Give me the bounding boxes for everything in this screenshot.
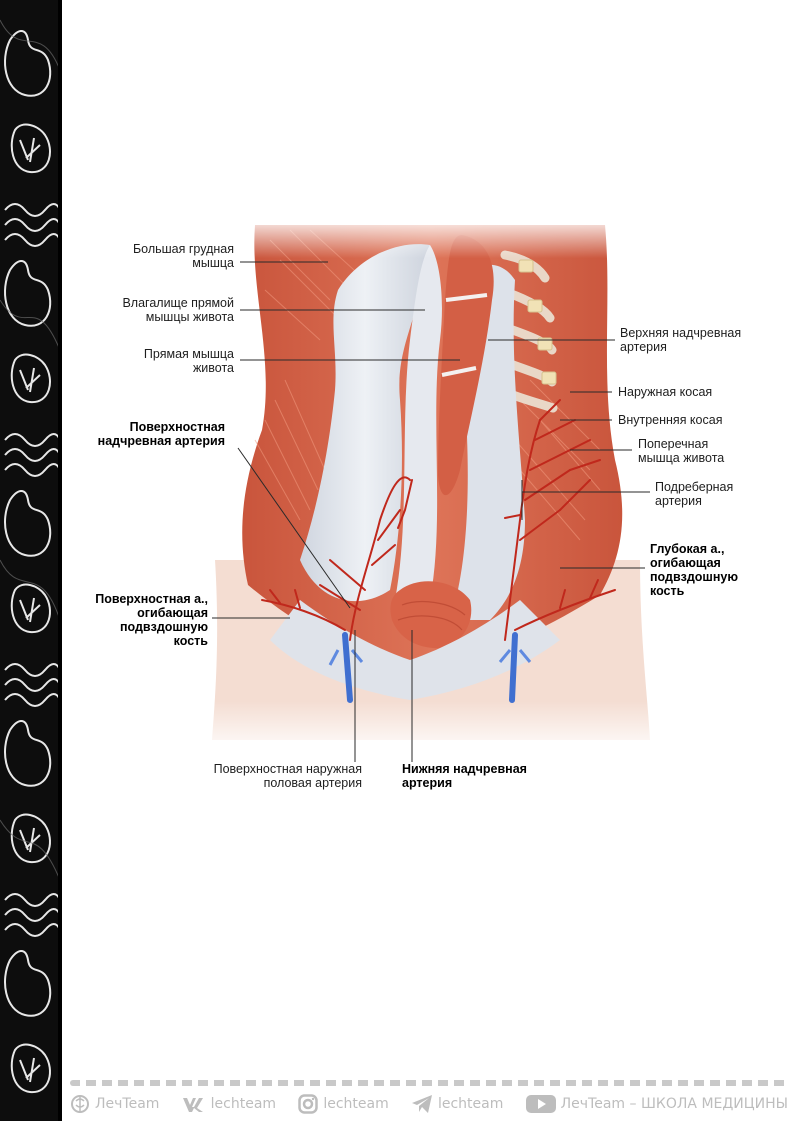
footer-item-youtube[interactable]: ЛечTeam – ШКОЛА МЕДИЦИНЫ: [525, 1094, 788, 1114]
side-divider: [58, 0, 62, 1121]
telegram-icon: [411, 1095, 432, 1113]
footer-youtube-text: ЛечTeam – ШКОЛА МЕДИЦИНЫ: [560, 1096, 788, 1112]
footer-instagram-text: lechteam: [323, 1096, 389, 1112]
label-internal-oblique: Внутренняя косая: [618, 413, 723, 427]
footer-telegram-text: lechteam: [437, 1096, 504, 1112]
decorative-side-strip: [0, 0, 62, 1121]
social-links: ЛечTeam lechteam lechteam lechteam: [70, 1094, 788, 1114]
instagram-icon: [298, 1094, 319, 1114]
footer-item-instagram[interactable]: lechteam: [298, 1094, 389, 1114]
dashed-divider: [70, 1080, 788, 1086]
footer-item-telegram[interactable]: lechteam: [411, 1094, 503, 1114]
brain-logo-icon: [71, 1095, 89, 1113]
label-external-oblique: Наружная косая: [618, 385, 713, 399]
footer-brand-text: ЛечTeam: [95, 1096, 160, 1112]
organ-pattern-icon: [0, 19, 61, 1121]
youtube-icon: [525, 1095, 556, 1113]
footer-item-vk[interactable]: lechteam: [182, 1096, 276, 1112]
footer-item-brand[interactable]: ЛечTeam: [70, 1094, 159, 1114]
footer-vk-text: lechteam: [210, 1096, 277, 1112]
footer: ЛечTeam lechteam lechteam lechteam: [70, 1080, 788, 1116]
vk-icon: [182, 1098, 203, 1112]
